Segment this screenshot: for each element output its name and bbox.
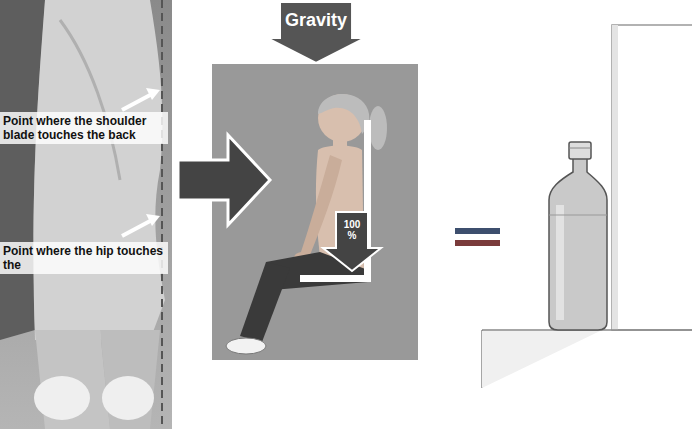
seated-girl (226, 94, 387, 354)
arrow-label: 100 % (341, 219, 363, 241)
arrow-label: Gravity (285, 8, 347, 32)
gravity-arrow: Gravity (266, 2, 366, 64)
scene-panel (212, 64, 418, 360)
load-arrow: 100 % (322, 212, 382, 272)
big-arrow (178, 135, 270, 225)
equals-sign (455, 228, 500, 234)
photo-annotation: Point where the shoulder blade touches t… (0, 112, 168, 144)
equals-sign (455, 240, 500, 246)
photo (0, 0, 172, 429)
bottle (549, 142, 607, 330)
ledge-and-wall (482, 25, 692, 388)
photo-annotation: Point where the hip touches the (0, 242, 168, 274)
